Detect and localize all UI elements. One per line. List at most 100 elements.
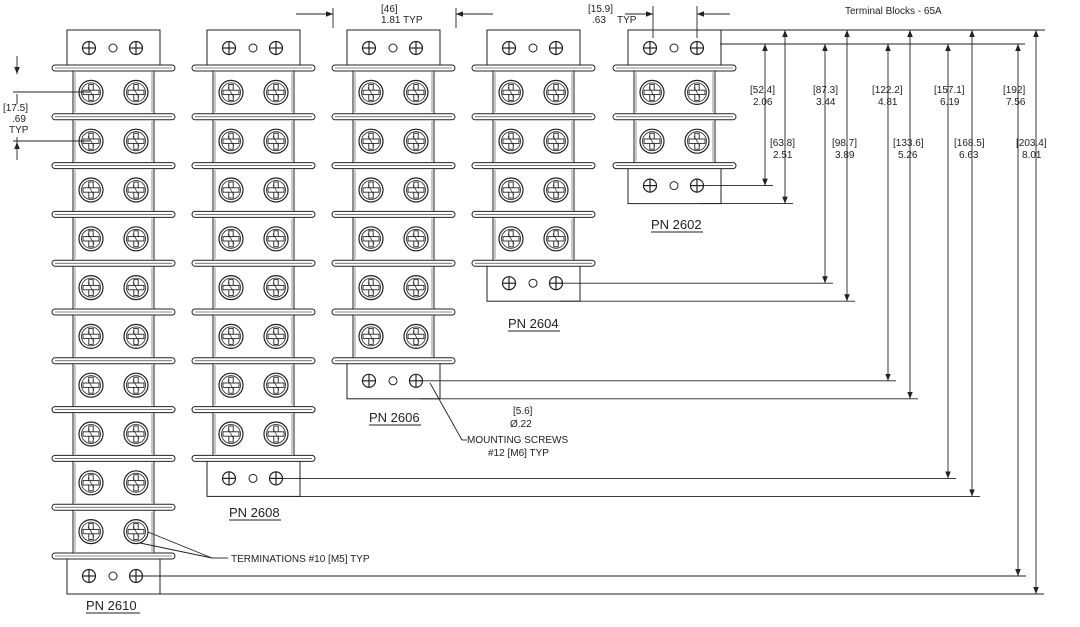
block-pn-2604 <box>471 29 596 302</box>
hole-offset-dim-note: TYP <box>617 15 637 26</box>
screw-washer <box>126 228 146 249</box>
screw-washer <box>221 82 241 103</box>
height-dim-134-mm: [133.6] <box>893 138 924 149</box>
screw-detail <box>507 87 515 98</box>
screw-washer <box>81 180 101 200</box>
screw-detail <box>87 331 95 342</box>
block-pn-2602 <box>612 29 737 205</box>
text-layer: Terminal Blocks - 65A PN 2610 PN 2608 PN… <box>3 4 1047 613</box>
screw-washer <box>546 228 566 249</box>
screw-detail <box>132 233 140 244</box>
screw-washer <box>361 228 381 249</box>
height-dim-169-in: 6.63 <box>959 150 979 161</box>
screw-washer <box>406 131 426 152</box>
height-dim-99-mm: [98.7] <box>832 138 857 149</box>
screw-washer <box>406 82 426 103</box>
height-dim-203-mm: [203.4] <box>1016 138 1047 149</box>
screw-washer <box>126 424 146 444</box>
screw-washer <box>81 521 101 542</box>
height-dim-192-mm: [192] <box>1003 85 1025 96</box>
screw-washer <box>687 131 707 152</box>
block-pn-2608 <box>191 29 316 497</box>
pitch-dim-mm: [17.5] <box>3 103 28 114</box>
screw-washer <box>126 131 146 152</box>
screw-detail <box>552 184 560 196</box>
screw-detail <box>227 136 235 147</box>
screw-detail <box>132 136 140 147</box>
screw-detail <box>227 233 235 244</box>
mounting-note-line2: #12 [M6] TYP <box>488 448 549 459</box>
screw-detail <box>87 477 95 488</box>
screw-detail <box>552 136 560 147</box>
screw-detail <box>367 282 375 293</box>
screw-washer <box>266 180 286 200</box>
height-dim-64-mm: [63.8] <box>770 138 795 149</box>
center-hole-icon <box>388 43 398 53</box>
center-hole-icon <box>528 43 538 53</box>
screw-washer <box>266 424 286 444</box>
center-hole-icon <box>108 571 118 581</box>
drawing-title: Terminal Blocks - 65A <box>845 6 942 17</box>
height-dim-122-in: 4.81 <box>878 97 898 108</box>
block-pn-2610 <box>51 29 176 595</box>
mounting-note-line1: MOUNTING SCREWS <box>467 435 568 446</box>
screw-detail <box>227 331 235 342</box>
height-dim-87-in: 3.44 <box>816 97 836 108</box>
screw-washer <box>221 228 241 249</box>
screw-detail <box>87 282 95 293</box>
screw-detail <box>227 282 235 293</box>
terminations-note: TERMINATIONS #10 [M5] TYP <box>231 554 370 565</box>
block-pn-2606 <box>331 29 456 400</box>
screw-washer <box>266 82 286 103</box>
screw-washer <box>642 131 662 152</box>
height-dim-169-mm: [168.5] <box>954 138 985 149</box>
screw-washer <box>361 131 381 152</box>
screw-washer <box>81 472 101 493</box>
screw-detail <box>272 184 280 196</box>
screw-washer <box>406 277 426 298</box>
screw-washer <box>406 180 426 200</box>
screw-detail <box>272 428 280 440</box>
pitch-dim-note: TYP <box>9 125 29 136</box>
screw-detail <box>87 526 95 537</box>
screw-detail <box>272 331 280 342</box>
screw-washer <box>266 277 286 298</box>
mounting-dim-dia: Ø.22 <box>510 419 532 430</box>
hole-offset-dim-in: .63 <box>592 15 606 26</box>
height-dim-52-in: 2.06 <box>753 97 773 108</box>
screw-washer <box>546 131 566 152</box>
terminations-leader-a <box>147 531 213 559</box>
part-number-2604: PN 2604 <box>508 316 559 331</box>
screw-detail <box>132 331 140 342</box>
screw-washer <box>406 228 426 249</box>
screw-washer <box>687 82 707 103</box>
part-number-2608: PN 2608 <box>229 505 280 520</box>
mounting-dim-mm: [5.6] <box>513 406 533 417</box>
part-number-2602: PN 2602 <box>651 217 702 232</box>
screw-detail <box>412 87 420 98</box>
screw-detail <box>227 380 235 391</box>
screw-washer <box>546 82 566 103</box>
part-number-2606: PN 2606 <box>369 410 420 425</box>
terminations-leader-b <box>139 542 213 559</box>
screw-detail <box>87 136 95 147</box>
height-dim-134-in: 5.26 <box>898 150 918 161</box>
screw-detail <box>507 136 515 147</box>
screw-washer <box>221 424 241 444</box>
screw-detail <box>693 87 701 98</box>
screw-detail <box>412 184 420 196</box>
screw-washer <box>266 326 286 347</box>
screw-detail <box>227 428 235 440</box>
screw-washer <box>361 277 381 298</box>
screw-washer <box>501 180 521 200</box>
screw-detail <box>87 428 95 440</box>
screw-detail <box>507 184 515 196</box>
height-dim-157-in: 6.19 <box>940 97 960 108</box>
screw-washer <box>642 82 662 103</box>
screw-washer <box>221 277 241 298</box>
screw-detail <box>552 87 560 98</box>
screw-washer <box>81 228 101 249</box>
height-dim-64-in: 2.51 <box>773 150 793 161</box>
